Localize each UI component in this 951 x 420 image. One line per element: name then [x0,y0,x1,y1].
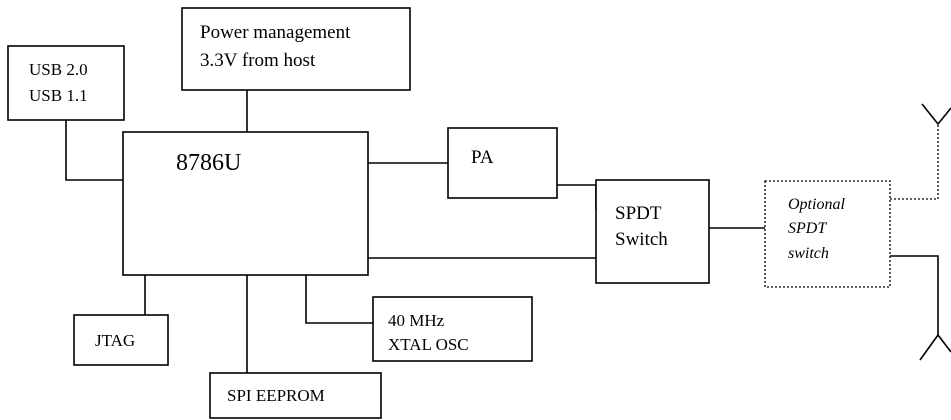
wire-usb-to-chip [65,120,123,181]
xtal-label-line2: XTAL OSC [388,335,469,354]
power-management-block: Power management 3.3V from host [181,7,411,91]
spdt-label-line2: Switch [615,229,668,250]
optional-label-line1: Optional [788,196,845,213]
wire-pa-to-spdt [557,184,597,210]
xtal-label-line1: 40 MHz [388,311,445,330]
chip-label: 8786U [176,150,241,176]
eeprom-label: SPI EEPROM [227,386,325,405]
connections [65,90,939,373]
antenna-bottom-icon [919,333,951,361]
spdt-label-line1: SPDT [615,203,662,224]
jtag-block: JTAG [73,314,169,366]
power-label-line1: Power management [200,22,351,43]
usb-label-line1: USB 2.0 [29,60,88,79]
antenna-top-icon [921,103,951,126]
optional-label-line2: SPDT [788,220,827,237]
optional-spdt-switch-block: Optional SPDT switch [764,180,891,288]
wire-chip-to-xtal [305,275,373,324]
spdt-switch-block: SPDT Switch [595,179,710,284]
pa-label: PA [471,147,494,168]
wire-optional-to-antenna-top [890,124,939,200]
usb-block: USB 2.0 USB 1.1 [7,45,125,121]
jtag-label: JTAG [95,331,135,350]
chip-8786u-block: 8786U [122,131,369,276]
optional-label-line3: switch [788,245,829,262]
power-label-line2: 3.3V from host [200,50,316,71]
xtal-osc-block: 40 MHz XTAL OSC [372,296,533,362]
spi-eeprom-block: SPI EEPROM [209,372,382,419]
usb-label-line2: USB 1.1 [29,86,88,105]
pa-block: PA [447,127,558,199]
wire-optional-to-antenna-bottom [890,255,939,335]
